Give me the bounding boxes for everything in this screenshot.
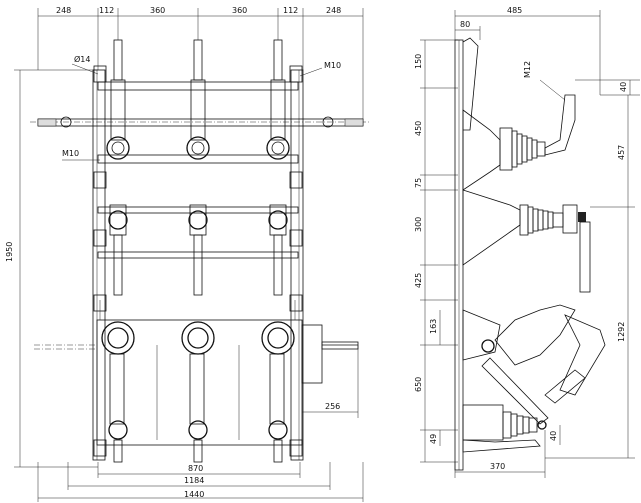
dim-49: 49 bbox=[429, 434, 438, 444]
side-upper-insulator: M12 bbox=[462, 61, 576, 191]
dim-256: 256 bbox=[325, 402, 340, 411]
label-phi14: Ø14 bbox=[74, 54, 90, 64]
dim-150: 150 bbox=[414, 54, 423, 69]
front-view: 248 112 360 360 112 248 1950 bbox=[5, 6, 370, 502]
dim-256-group: 256 bbox=[302, 345, 359, 418]
dim-457: 457 bbox=[617, 145, 626, 160]
dim-40-top: 40 bbox=[619, 82, 628, 92]
dim-870: 870 bbox=[188, 464, 203, 473]
dim-360-left: 360 bbox=[150, 6, 165, 15]
upper-shaft bbox=[30, 116, 370, 128]
dim-425: 425 bbox=[414, 273, 423, 288]
dim-248-right: 248 bbox=[326, 6, 341, 15]
side-bottom-dimension: 370 bbox=[454, 430, 546, 478]
dim-75: 75 bbox=[414, 178, 423, 188]
front-frame bbox=[92, 65, 304, 461]
dim-1292: 1292 bbox=[617, 322, 626, 342]
dim-450: 450 bbox=[414, 121, 423, 136]
side-view: 485 80 150 450 75 300 425 163 650 49 bbox=[414, 6, 640, 478]
lower-breaker-body bbox=[34, 300, 359, 463]
label-m10-top: M10 bbox=[324, 61, 341, 70]
dim-80: 80 bbox=[460, 20, 470, 29]
dim-1950: 1950 bbox=[5, 242, 14, 262]
dim-112-right: 112 bbox=[283, 6, 298, 15]
middle-insulators bbox=[108, 204, 288, 296]
dim-650: 650 bbox=[414, 377, 423, 392]
side-right-dimensions: 40 457 1292 40 bbox=[545, 79, 640, 459]
front-height-dimension: 1950 bbox=[5, 69, 98, 468]
label-m12: M12 bbox=[523, 61, 532, 78]
dim-1184: 1184 bbox=[184, 476, 204, 485]
dim-485: 485 bbox=[507, 6, 522, 15]
side-middle-insulator bbox=[462, 189, 591, 293]
front-callouts: Ø14 M10 M10 bbox=[62, 54, 341, 161]
dim-370: 370 bbox=[490, 462, 505, 471]
dim-360-right: 360 bbox=[232, 6, 247, 15]
dim-40-bottom: 40 bbox=[549, 431, 558, 441]
dim-112-left: 112 bbox=[99, 6, 114, 15]
label-m10-left: M10 bbox=[62, 149, 79, 158]
side-lower-assembly bbox=[462, 304, 606, 453]
front-bottom-dimensions: 870 1184 1440 bbox=[37, 462, 364, 502]
front-top-dimension-chain: 248 112 360 360 112 248 bbox=[37, 6, 364, 120]
upper-poles bbox=[106, 39, 290, 160]
dim-248-left: 248 bbox=[56, 6, 71, 15]
dim-1440: 1440 bbox=[184, 490, 204, 499]
dim-163: 163 bbox=[429, 319, 438, 334]
dim-300: 300 bbox=[414, 217, 423, 232]
side-top-dimensions: 485 80 bbox=[454, 6, 601, 95]
side-left-dimensions: 150 450 75 300 425 163 650 49 bbox=[414, 39, 458, 463]
